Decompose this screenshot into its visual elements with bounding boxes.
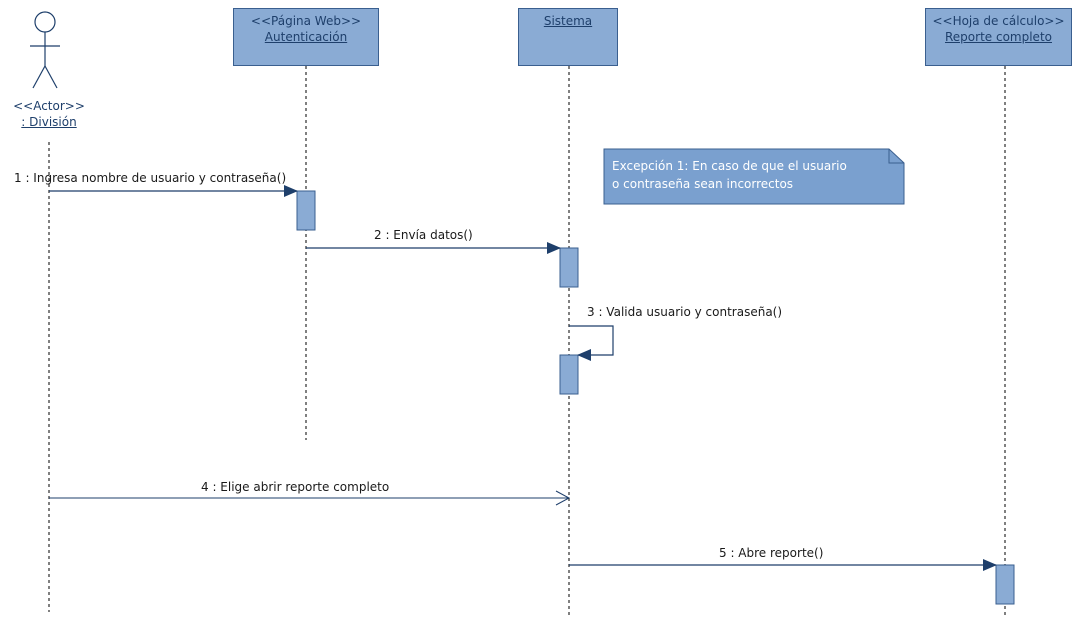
participant-actor-label: <<Actor>> : División [0,98,98,130]
participant-web-stereotype: <<Página Web>> [250,14,362,28]
participant-actor-stereotype: <<Actor>> [13,99,85,113]
participant-web-box[interactable]: <<Página Web>> Autenticación [233,8,379,66]
participant-hoja-box[interactable]: <<Hoja de cálculo>> Reporte completo [925,8,1072,66]
activation-sistema-1 [559,247,579,288]
activation-hoja [995,564,1015,605]
actor-stick-figure-icon [30,11,60,89]
activation-sistema-2 [559,354,579,395]
message-5-label: 5 : Abre reporte() [719,546,824,560]
message-1-label: 1 : Ingresa nombre de usuario y contrase… [14,171,287,185]
message-3-arrow [569,325,614,361]
participant-actor-name: : División [21,115,77,129]
message-4-open-arrowhead [555,490,571,506]
exception-note-line-2: o contraseña sean incorrectos [612,177,794,191]
participant-sistema-box[interactable]: Sistema [518,8,618,66]
exception-note-line-1: Excepción 1: En caso de que el usuario [612,159,847,173]
participant-sistema-name: Sistema [543,14,593,28]
participant-web-name: Autenticación [264,30,348,44]
message-3-label: 3 : Valida usuario y contraseña() [587,305,783,319]
message-2-label: 2 : Envía datos() [374,228,473,242]
exception-note [603,148,905,205]
message-4-label: 4 : Elige abrir reporte completo [201,480,390,494]
participant-hoja-name: Reporte completo [945,30,1052,44]
activation-web [296,190,316,231]
participant-hoja-stereotype: <<Hoja de cálculo>> [932,14,1065,28]
